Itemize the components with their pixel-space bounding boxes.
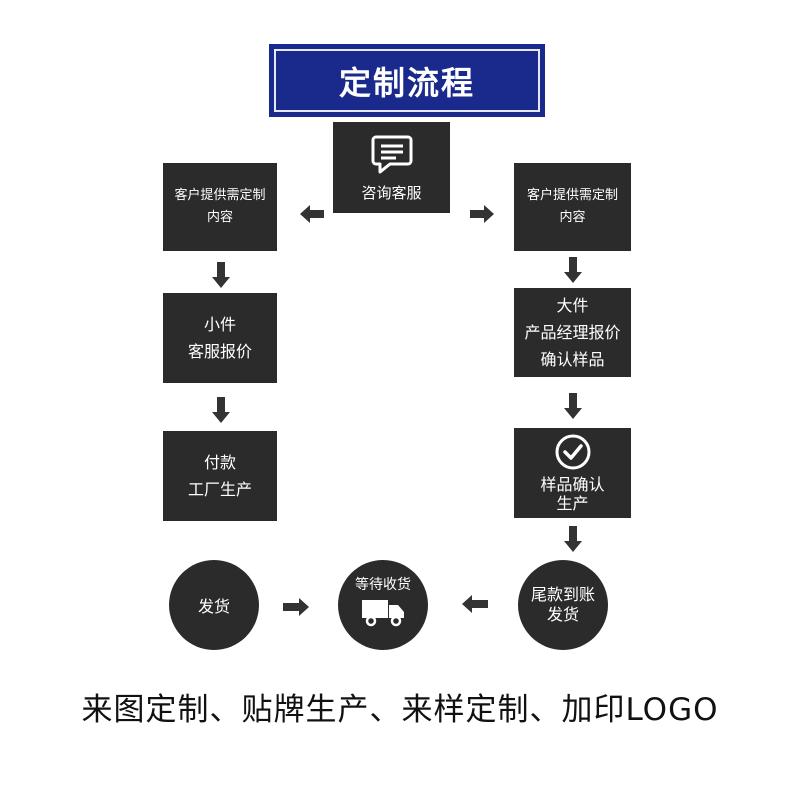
pay-produce-line-2: 工厂生产 [187,480,252,499]
pay-produce-line-1: 付款 [203,453,236,472]
left-provide-line-2: 内容 [206,210,233,225]
arrow-right-consult [470,205,494,223]
right-provide-line-2: 内容 [559,210,586,225]
arrow-left-final [462,595,488,613]
arrow-right-ship [283,598,309,616]
right-provide-box: 客户提供需定制 内容 [514,163,631,251]
large-quote-box: 大件 产品经理报价 确认样品 [514,288,631,377]
arrow-left-consult [300,205,324,223]
consult-box: 咨询客服 [333,122,450,213]
left-provide-box: 客户提供需定制 内容 [163,163,277,251]
final-payment-line-1: 尾款到账 [530,585,595,604]
arrow-down-left-2 [212,397,230,423]
title-banner: 定制流程 [269,44,545,117]
pay-produce-box: 付款 工厂生产 [163,431,277,521]
ship-label: 发货 [197,597,230,616]
arrow-down-left-1 [212,262,230,288]
confirm-sample-box: 样品确认 生产 [514,428,631,518]
left-provide-line-1: 客户提供需定制 [174,188,266,203]
confirm-sample-line-1: 样品确认 [540,475,605,494]
small-quote-box: 小件 客服报价 [163,293,277,383]
waiting-circle: 等待收货 [338,560,428,650]
arrow-down-right-2 [564,393,582,419]
large-quote-line-3: 确认样品 [540,350,605,369]
final-payment-line-2: 发货 [546,605,579,624]
large-quote-line-1: 大件 [556,296,589,315]
large-quote-line-2: 产品经理报价 [524,323,621,342]
consult-label: 咨询客服 [361,184,422,202]
right-provide-line-1: 客户提供需定制 [526,188,618,203]
confirm-sample-line-2: 生产 [556,494,589,513]
check-circle-icon [554,433,592,475]
page-title: 定制流程 [274,49,540,112]
ship-circle: 发货 [169,560,259,650]
small-quote-line-1: 小件 [203,315,236,334]
chat-bubble-icon [370,134,414,178]
arrow-down-right-3 [564,526,582,552]
arrow-down-right-1 [564,257,582,283]
waiting-label: 等待收货 [355,577,411,593]
final-payment-circle: 尾款到账 发货 [518,560,608,650]
bottom-caption: 来图定制、贴牌生产、来样定制、加印LOGO [81,692,719,728]
delivery-truck-icon [359,596,407,632]
small-quote-line-2: 客服报价 [187,342,252,361]
